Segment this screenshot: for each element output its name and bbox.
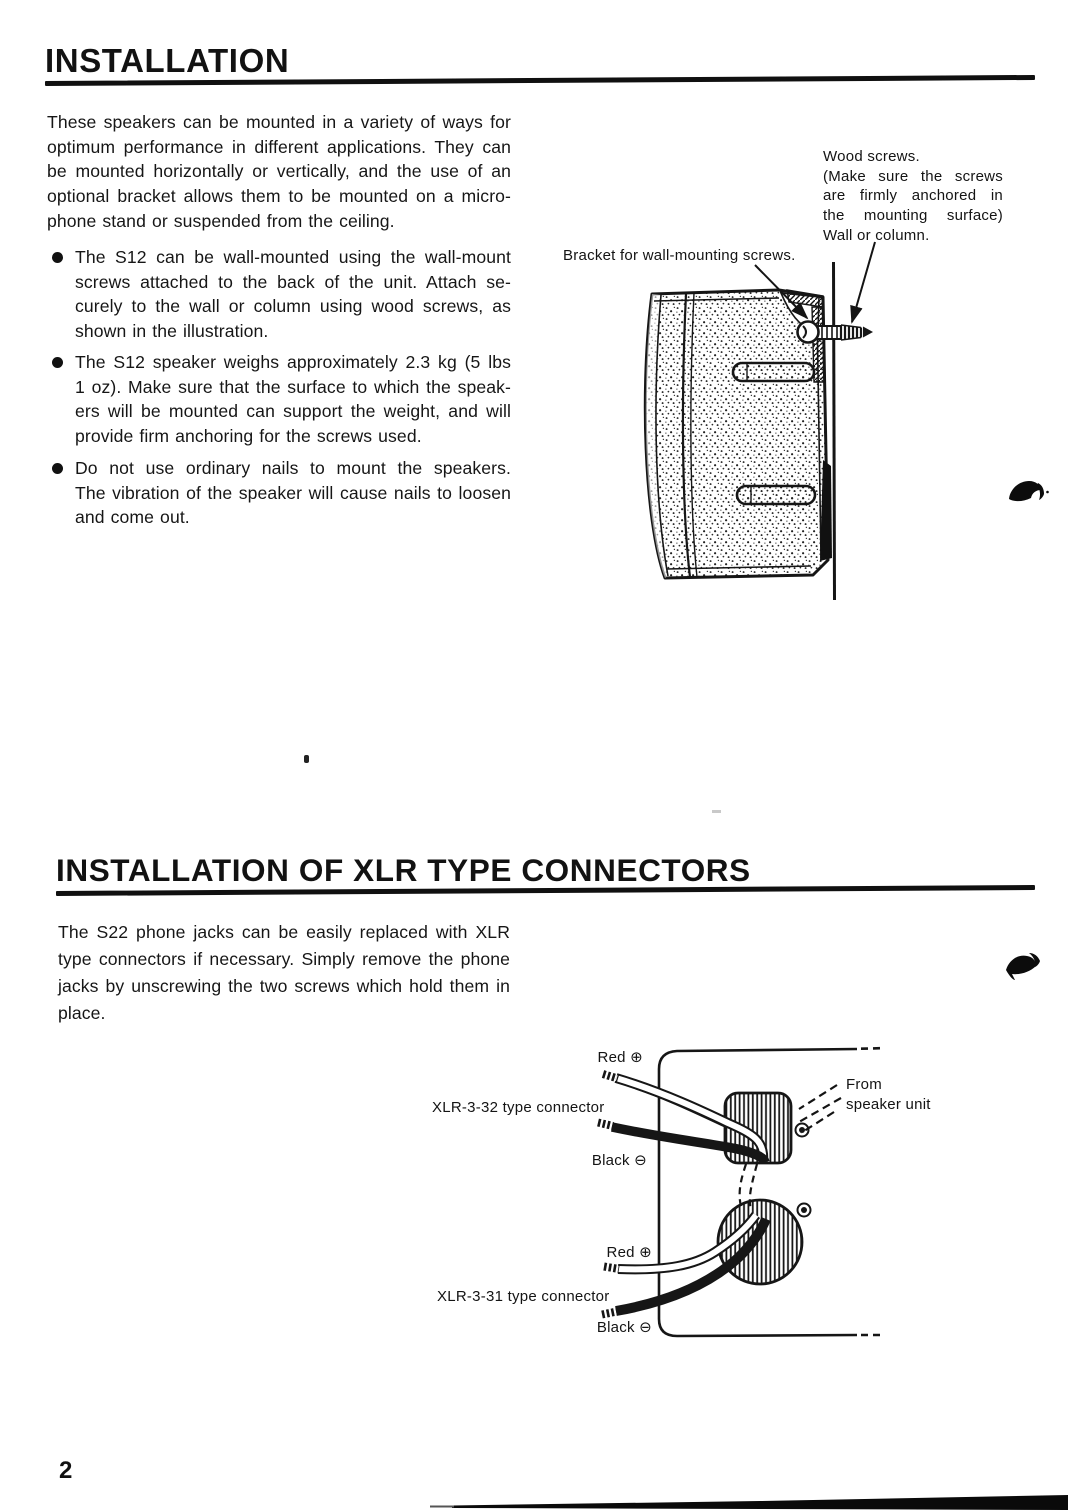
section1-title: INSTALLATION xyxy=(45,42,290,79)
screw-arrow xyxy=(850,241,876,324)
keyhole-slot xyxy=(735,484,817,506)
black-wire-top xyxy=(597,1118,770,1164)
red-label-top: Red ⊕ xyxy=(597,1049,643,1066)
intro-line: optional bracket allows them to be mount… xyxy=(47,186,511,207)
section2-intro: The S22 phone jacks can be easily replac… xyxy=(58,919,510,1027)
bullet-line: Do not use ordinary nails to mount the s… xyxy=(75,458,511,478)
bullet-line: and come out. xyxy=(75,507,190,528)
section2-title: INSTALLATION OF XLR TYPE CONNECTORS xyxy=(56,852,751,888)
wood-note-line: are firmly anchored in xyxy=(823,187,1003,205)
intro-line: jacks by unscrewing the two screws which… xyxy=(58,976,510,996)
page-number: 2 xyxy=(59,1457,73,1484)
ink-speck xyxy=(712,810,721,813)
panel-screw-icon xyxy=(796,1202,812,1218)
bullet-dot xyxy=(52,463,63,474)
ink-speck xyxy=(304,755,309,763)
wall-mount-drawing xyxy=(643,241,876,601)
wood-screws-note: Wood screws. (Make sure the screws are f… xyxy=(823,147,1003,246)
section1-intro: These speakers can be mounted in a varie… xyxy=(47,110,511,234)
black-wire-bottom xyxy=(601,1216,771,1319)
intro-line: The S22 phone jacks can be easily replac… xyxy=(58,922,510,942)
keyhole-slot xyxy=(731,361,816,383)
red-wire-bottom xyxy=(603,1211,761,1275)
bullet-text: The S12 speaker weighs approximately 2.3… xyxy=(75,350,511,449)
intro-line: place. xyxy=(58,1003,106,1023)
bullet-line: curely to the wall or column using wood … xyxy=(75,296,511,317)
from-label-line: speaker unit xyxy=(846,1095,931,1113)
intro-line: type connectors if necessary. Simply rem… xyxy=(58,949,510,969)
bottom-scan-bar xyxy=(430,1495,1068,1510)
xlr-3-32-label: XLR-3-32 type connector xyxy=(432,1099,605,1116)
intro-line: optimum performance in different applica… xyxy=(47,136,511,157)
black-label-top: Black ⊖ xyxy=(591,1152,647,1169)
bullet-item: The S12 can be wall-mounted using the wa… xyxy=(47,245,511,344)
bullet-item: The S12 speaker weighs approximately 2.3… xyxy=(47,350,511,449)
bullet-line: ers will be mounted can support the weig… xyxy=(75,401,511,422)
bullet-text: Do not use ordinary nails to mount the s… xyxy=(75,456,511,530)
bullet-item: Do not use ordinary nails to mount the s… xyxy=(47,456,511,530)
bullet-line: 1 oz). Make sure that the surface to whi… xyxy=(75,376,511,397)
xlr-3-31-label: XLR-3-31 type connector xyxy=(437,1288,610,1305)
xlr-drawing xyxy=(597,1046,882,1338)
wood-screw xyxy=(796,320,873,344)
wood-note-line: the mounting surface) xyxy=(823,207,1003,225)
from-speaker-unit-label: From speaker unit xyxy=(846,1075,956,1114)
bullet-line: provide firm anchoring for the screws us… xyxy=(75,426,422,447)
bullet-line: screws attached to the back of the unit.… xyxy=(75,271,511,292)
intro-line: phone stand or suspended from the ceilin… xyxy=(47,210,395,231)
intro-line: be mounted horizontally or vertically, a… xyxy=(47,161,511,182)
bullet-dot xyxy=(52,252,63,263)
print-smudge xyxy=(1009,481,1049,502)
bracket-label: Bracket for wall-mounting screws. xyxy=(563,247,796,264)
bullet-line: The S12 speaker weighs approximately 2.3… xyxy=(75,352,511,372)
panel-screw-icon xyxy=(794,1122,810,1138)
red-label-bottom: Red ⊕ xyxy=(606,1244,652,1261)
panel-outline xyxy=(657,1046,882,1338)
red-wire-top xyxy=(601,1070,769,1162)
wood-note-line: (Make sure the screws xyxy=(823,167,1003,185)
wall-line xyxy=(832,261,836,601)
from-label-line: From xyxy=(846,1076,882,1093)
intro-line: These speakers can be mounted in a varie… xyxy=(47,112,511,132)
figure-xlr-connectors: Red ⊕ XLR-3-32 type connector Black ⊖ Fr… xyxy=(425,1030,965,1365)
wood-note-line: Wood screws. xyxy=(823,148,920,165)
print-smudge xyxy=(1006,953,1040,980)
from-speaker-dashes xyxy=(798,1084,842,1134)
bullet-line: The vibration of the speaker will cause … xyxy=(75,482,511,503)
wood-note-line: Wall or column. xyxy=(823,226,930,244)
bullet-text: The S12 can be wall-mounted using the wa… xyxy=(75,245,511,344)
black-label-bottom: Black ⊖ xyxy=(596,1319,652,1336)
bullet-line: The S12 can be wall-mounted using the wa… xyxy=(75,247,511,267)
bullet-line: shown in the illustration. xyxy=(75,321,269,342)
bracket-arrow xyxy=(754,264,809,320)
figure-wall-mount: Wood screws. (Make sure the screws are f… xyxy=(555,130,1035,630)
bullet-dot xyxy=(52,357,63,368)
